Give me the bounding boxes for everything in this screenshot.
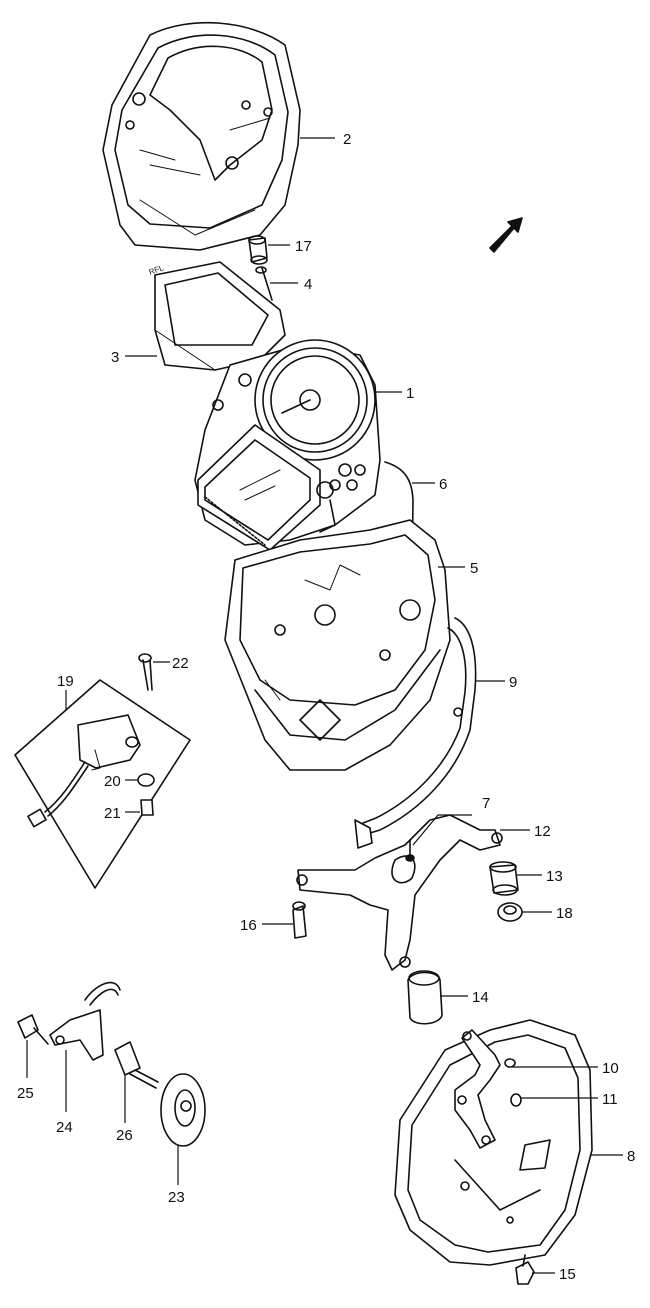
callout-1: 1 — [406, 385, 414, 402]
wire-6 — [384, 461, 414, 593]
speed-sensor-box — [14, 679, 191, 889]
grommet-13 — [489, 861, 519, 896]
callout-12: 12 — [534, 823, 551, 840]
washer-20 — [137, 773, 155, 787]
speed-sensor-bracket — [49, 981, 121, 1061]
meter-case — [224, 519, 451, 771]
callout-7: 7 — [482, 795, 490, 812]
grommet-14 — [407, 970, 443, 1025]
grommet-17 — [248, 235, 268, 265]
callout-5: 5 — [470, 560, 478, 577]
callout-24: 24 — [56, 1119, 73, 1136]
callout-25: 25 — [17, 1085, 34, 1102]
callout-13: 13 — [546, 868, 563, 885]
callout-4: 4 — [304, 276, 312, 293]
callout-3: 3 — [111, 349, 119, 366]
collar-18 — [497, 902, 523, 922]
screw-4 — [255, 266, 273, 301]
nut-15 — [515, 1254, 535, 1285]
callout-2: 2 — [343, 131, 351, 148]
callout-10: 10 — [602, 1060, 619, 1077]
callout-18: 18 — [556, 905, 573, 922]
callout-20: 20 — [104, 773, 121, 790]
callout-6: 6 — [439, 476, 447, 493]
lower-cover — [394, 1019, 593, 1266]
callout-17: 17 — [295, 238, 312, 255]
leader-lines — [26, 137, 623, 1274]
callout-16: 16 — [240, 917, 257, 934]
bolt-21 — [140, 799, 154, 816]
callout-14: 14 — [472, 989, 489, 1006]
sensor-rotor — [160, 1073, 206, 1147]
callout-26: 26 — [116, 1127, 133, 1144]
callout-9: 9 — [509, 674, 517, 691]
screw-26 — [114, 1041, 159, 1089]
callout-23: 23 — [168, 1189, 185, 1206]
bolt-22 — [138, 653, 153, 691]
bolt-16 — [292, 901, 307, 939]
callout-21: 21 — [104, 805, 121, 822]
bracket-10 — [454, 1029, 516, 1149]
callout-22: 22 — [172, 655, 189, 672]
seal-9 — [354, 617, 477, 849]
callout-19: 19 — [57, 673, 74, 690]
screw-11 — [510, 1093, 522, 1107]
meter-visor: RFL — [148, 261, 286, 371]
callout-labels: 2 17 4 3 1 6 5 9 7 12 13 18 16 14 10 11 … — [17, 131, 635, 1283]
fwd-arrow-icon: FWD — [489, 217, 523, 256]
screw-7 — [405, 839, 415, 862]
callout-11: 11 — [602, 1091, 618, 1108]
meter-cover — [102, 21, 301, 251]
callout-8: 8 — [627, 1148, 635, 1165]
combination-meter — [194, 339, 381, 551]
bolt-25 — [17, 1014, 49, 1045]
callout-15: 15 — [559, 1266, 576, 1283]
meter-bracket — [296, 814, 503, 971]
